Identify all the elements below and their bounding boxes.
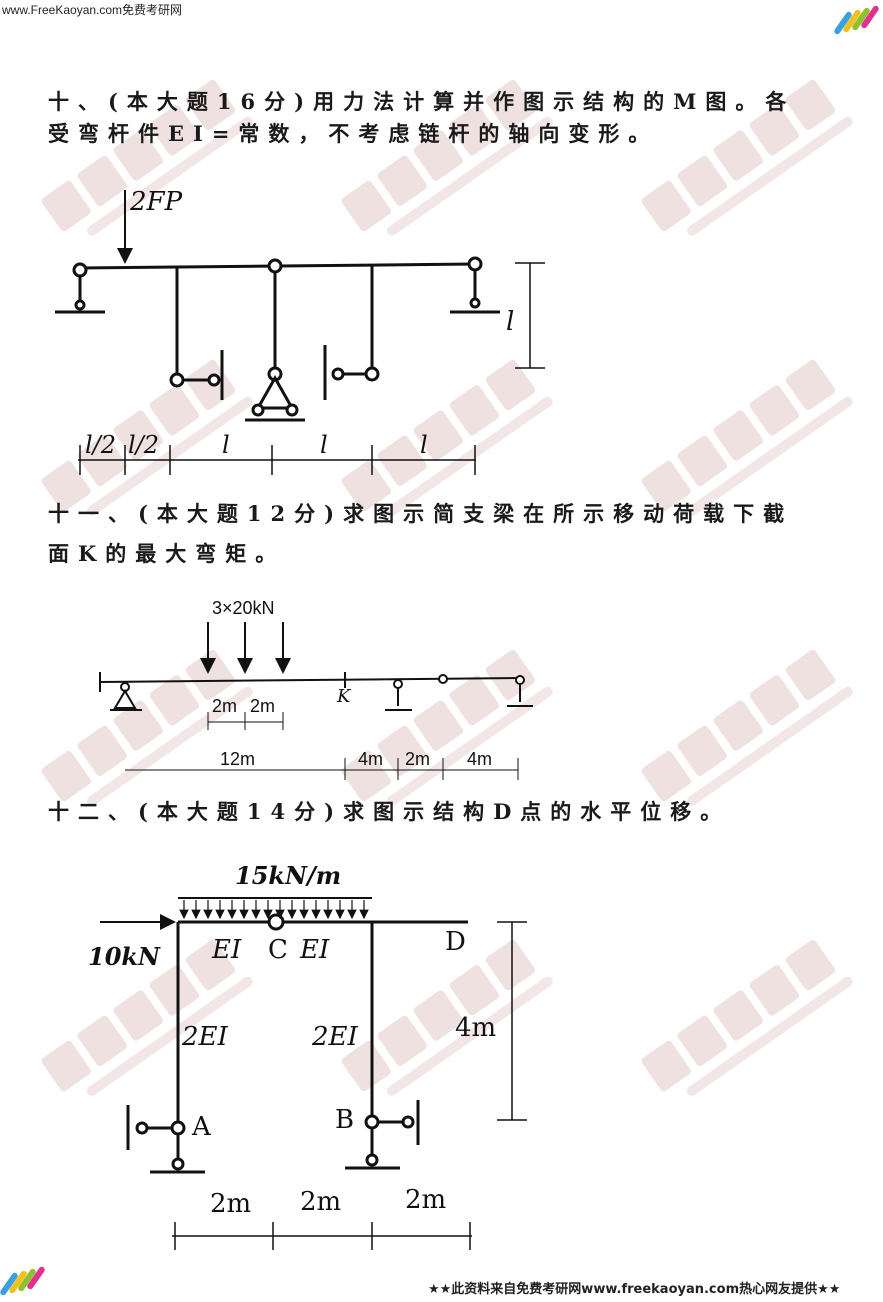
problem12-line1: 十二、(本大题14分)求图示结构D点的水平位移。 — [48, 799, 731, 824]
svg-text:l: l — [320, 431, 328, 459]
problem10-line1: 十、(本大题16分)用力法计算并作图示结构的M图。各 — [48, 89, 796, 114]
watermark-mark — [341, 79, 553, 236]
watermark-mark — [641, 649, 853, 806]
watermark-mark — [341, 649, 553, 806]
svg-text:A: A — [191, 1112, 212, 1142]
load-label: 2FP — [129, 187, 183, 217]
svg-text:K: K — [336, 686, 352, 707]
svg-text:2m: 2m — [212, 696, 237, 716]
problem11-line2: 面K的最大弯矩。 — [48, 541, 286, 566]
diagram-problem11: 3×20kN K 2m 2m 12m 4m 2m 4m — [99, 598, 533, 780]
svg-text:l/2: l/2 — [85, 431, 116, 459]
svg-text:2EI: 2EI — [311, 1022, 359, 1052]
svg-text:2EI: 2EI — [181, 1022, 229, 1052]
svg-text:4m: 4m — [455, 1013, 496, 1043]
diagram-problem10: 2FP l l/2 l/2 l l l — [55, 187, 545, 475]
watermark-mark — [641, 939, 853, 1096]
svg-text:l: l — [506, 307, 514, 337]
svg-text:B: B — [335, 1105, 354, 1135]
svg-text:4m: 4m — [467, 749, 492, 769]
watermark-mark — [641, 79, 853, 236]
svg-text:l: l — [222, 431, 230, 459]
svg-text:2m: 2m — [405, 1185, 446, 1215]
svg-text:l: l — [420, 431, 428, 459]
svg-text:2m: 2m — [300, 1187, 341, 1217]
svg-text:D: D — [445, 927, 466, 957]
svg-text:4m: 4m — [358, 749, 383, 769]
svg-text:C: C — [268, 935, 288, 965]
problem11-line1: 十一、(本大题12分)求图示简支梁在所示移动荷载下截 — [48, 501, 794, 526]
svg-text:3×20kN: 3×20kN — [212, 598, 275, 618]
svg-text:2m: 2m — [210, 1189, 251, 1219]
watermark-mark — [41, 649, 253, 806]
watermark-mark — [641, 359, 853, 516]
svg-text:15kN/m: 15kN/m — [235, 861, 341, 890]
svg-text:l/2: l/2 — [128, 431, 159, 459]
svg-text:EI: EI — [299, 935, 330, 965]
svg-text:10kN: 10kN — [88, 942, 161, 971]
watermark-mark — [341, 359, 553, 516]
problem10-line2: 受弯杆件EI=常数，不考虑链杆的轴向变形。 — [48, 121, 659, 146]
svg-text:2m: 2m — [405, 749, 430, 769]
watermark-mark — [41, 79, 253, 236]
diagram-problem12: 15kN/m 10kN EI C EI D 2EI 2EI A B 4m 2m … — [88, 861, 527, 1250]
watermark-mark — [41, 939, 253, 1096]
footer-note: ★★此资料来自免费考研网www.freekaoyan.com热心网友提供★★ — [428, 1282, 841, 1297]
svg-text:EI: EI — [211, 935, 242, 965]
svg-text:12m: 12m — [220, 749, 255, 769]
svg-text:2m: 2m — [250, 696, 275, 716]
site-header[interactable]: www.FreeKaoyan.com免费考研网 — [2, 3, 183, 17]
